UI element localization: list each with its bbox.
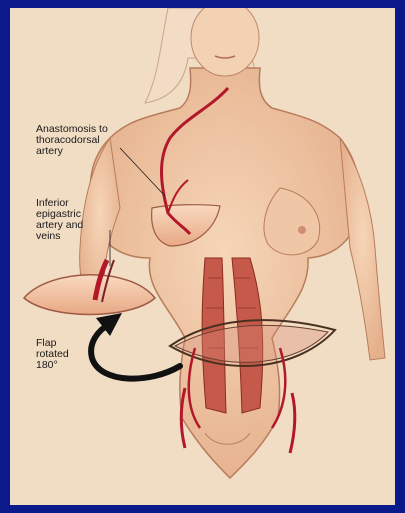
femoral-vessel-right <box>290 393 295 453</box>
surgical-illustration <box>10 8 395 505</box>
harvested-flap <box>24 275 155 315</box>
nipple <box>298 226 306 234</box>
label-flap-rotated: Flap rotated 180° <box>36 338 106 371</box>
illustration-canvas: Anastomosis to thoracodorsal artery Infe… <box>10 8 395 505</box>
face <box>191 8 259 76</box>
label-inferior-epigastric: Inferior epigastric artery and veins <box>36 198 136 242</box>
label-anastomosis: Anastomosis to thoracodorsal artery <box>36 124 146 157</box>
right-arm <box>340 138 385 360</box>
